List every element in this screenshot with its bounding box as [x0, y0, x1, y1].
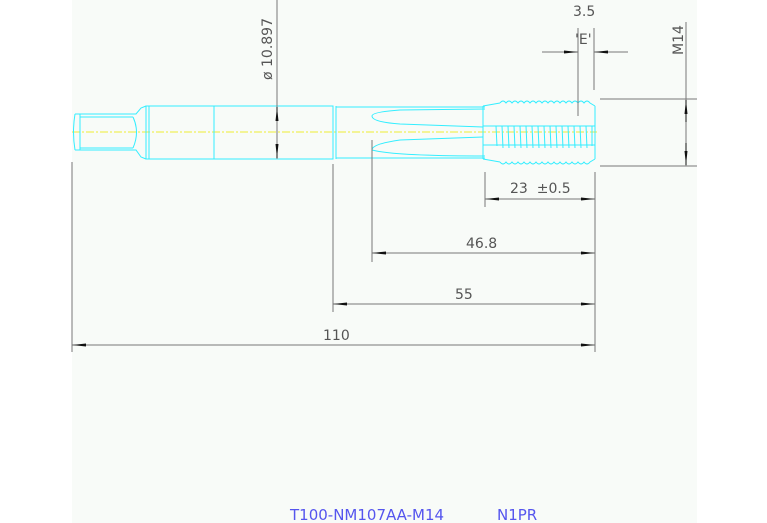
neck-length-label: 55	[455, 287, 473, 303]
shank-diameter-label: ø 10.897	[260, 18, 276, 80]
e-value-label: 3.5	[573, 4, 595, 20]
dimension-lines	[71, 0, 697, 352]
thread-size-label: M14	[671, 25, 687, 55]
e-label: 'E'	[575, 32, 592, 48]
flute-length-label: 46.8	[466, 236, 497, 252]
variant-code: N1PR	[497, 506, 537, 523]
drawing-sheet	[72, 0, 697, 523]
overall-length-label: 110	[323, 328, 350, 344]
tap-outline	[73, 100, 596, 165]
part-number: T100-NM107AA-M14	[289, 506, 444, 523]
thread-length-label: 23 ±0.5	[510, 181, 571, 197]
